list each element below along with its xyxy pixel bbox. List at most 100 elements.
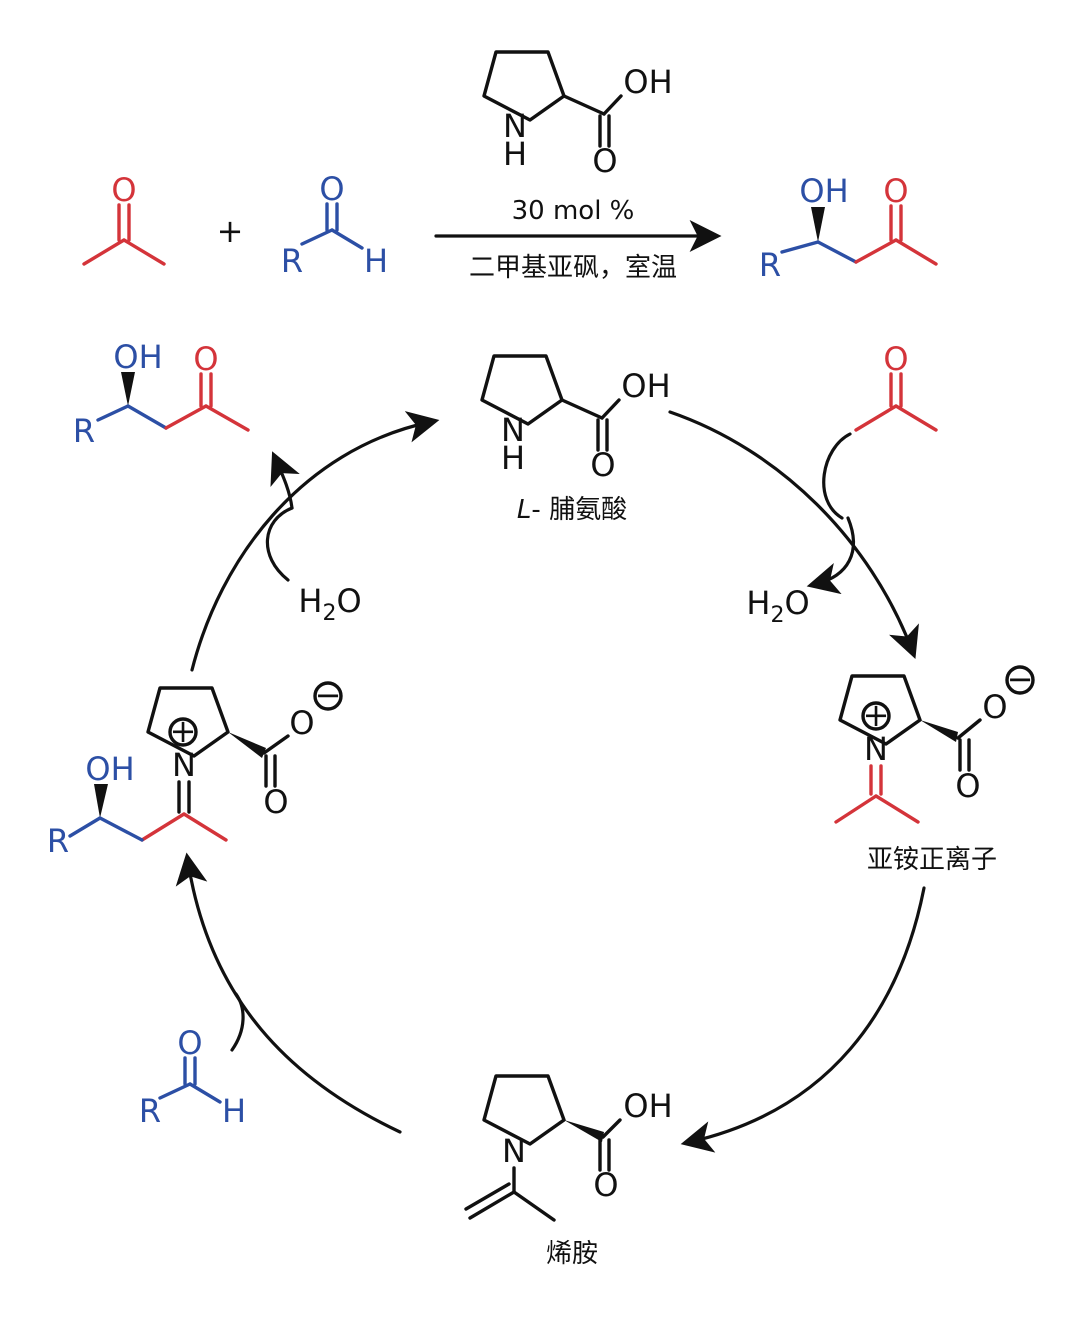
nh-hydrogen-label: H: [503, 135, 527, 173]
water-released: H2O: [746, 584, 809, 628]
positive-charge-circle: [861, 701, 891, 731]
acetone-entering: O: [854, 340, 938, 432]
pyrrolidine-ring: [146, 686, 230, 758]
water-h: H: [746, 584, 770, 622]
aldehyde-r-group: R: [281, 242, 303, 280]
hydroxyl-label: OH: [623, 63, 672, 101]
aldol-product-top: OH O R: [759, 172, 938, 284]
water-subscript: 2: [770, 603, 784, 628]
hydroxyl-label: OH: [623, 1087, 672, 1125]
product-bond: [96, 404, 130, 422]
acetone-bond: [854, 404, 898, 432]
water-in-arrow: [265, 506, 294, 582]
aldehyde-bond: [330, 228, 364, 250]
enamine-name: 烯胺: [546, 1239, 598, 1269]
acetone-oxygen: O: [883, 340, 908, 378]
acetone-in-arrow: [822, 432, 852, 520]
oxygen-label: O: [590, 446, 615, 484]
enamine-bond: [512, 1190, 556, 1222]
enamine-double-bond: [464, 1182, 511, 1211]
carboxylate-oxygen: O: [982, 688, 1007, 726]
oxygen-label: O: [592, 142, 617, 180]
aldehyde-entering: O R H: [139, 1024, 246, 1130]
product-bond: [894, 238, 938, 266]
negative-charge-sign: −: [315, 676, 342, 714]
carbonyl-oxygen: O: [263, 783, 288, 821]
aldehyde-bond: [188, 1082, 222, 1104]
hydroxyl-label: OH: [621, 367, 670, 405]
plus-sign: +: [217, 212, 244, 250]
carboxyl-bond: [560, 398, 604, 420]
product-hydroxyl: OH: [113, 338, 162, 376]
product-oxygen: O: [883, 172, 908, 210]
aldehyde-hydrogen: H: [364, 242, 388, 280]
aldehyde-oxygen: O: [319, 170, 344, 208]
nitrogen-label: N: [503, 107, 527, 145]
positive-charge-sign: +: [170, 712, 197, 750]
nitrogen-label: N: [501, 411, 525, 449]
iminium-adduct: O − O + N OH R: [47, 676, 343, 860]
adduct-bond: [182, 812, 228, 842]
positive-charge-sign: +: [863, 696, 890, 734]
enamine: OH O N: [464, 1074, 673, 1222]
negative-charge-sign: −: [1007, 660, 1034, 698]
carboxyl-bond: [562, 94, 606, 116]
adduct-bond: [68, 816, 102, 838]
adduct-hydroxyl: OH: [85, 750, 134, 788]
aldehyde-hydrogen: H: [222, 1092, 246, 1130]
acetone-oxygen: O: [111, 171, 136, 209]
carboxylate-bond: [262, 734, 290, 755]
product-bond: [126, 404, 168, 430]
aldehyde-bond: [300, 228, 334, 246]
product-bond: [204, 404, 250, 432]
condition-solvent-temperature: 二甲基亚砜，室温: [469, 253, 677, 283]
carboxyl-bond: [601, 1118, 622, 1139]
product-bond: [816, 240, 858, 264]
product-r-group: R: [759, 246, 781, 284]
aldehyde-bond: [158, 1082, 192, 1100]
adduct-bond: [98, 816, 144, 842]
product-oxygen: O: [193, 340, 218, 378]
iminium-nitrogen: N: [864, 730, 888, 768]
cycle-arrow-iminium-to-enamine: [680, 886, 926, 1153]
enamine-double-bond: [468, 1190, 516, 1220]
product-hydroxyl: OH: [799, 172, 848, 210]
acetone-bond: [894, 404, 938, 432]
carbonyl-oxygen: O: [955, 767, 980, 805]
negative-charge-circle: [1005, 665, 1035, 695]
carboxyl-bond: [602, 94, 623, 116]
cycle-arrow-enamine-to-adduct: [175, 852, 402, 1134]
product-r-group: R: [73, 412, 95, 450]
stereo-wedge-bond: [94, 784, 108, 818]
water-o: O: [336, 582, 361, 620]
product-bond: [780, 240, 820, 254]
cycle-arrow-adduct-to-proline: [190, 411, 440, 672]
adduct-bond: [140, 812, 186, 842]
product-bond: [164, 404, 208, 430]
iminium-nitrogen: N: [172, 746, 196, 784]
carboxyl-bond: [600, 398, 621, 420]
positive-charge-circle: [168, 717, 198, 747]
water-out-arrow: [806, 516, 855, 595]
oxygen-label: O: [593, 1166, 618, 1204]
proline-name-text: - 脯氨酸: [531, 495, 627, 525]
isopropylidene-bond: [834, 794, 878, 824]
aldehyde-oxygen: O: [177, 1024, 202, 1062]
carboxylate-bond: [956, 718, 982, 740]
iminium-ion: O − O + N: [834, 660, 1035, 824]
proline-name: L- 脯氨酸: [517, 495, 627, 525]
stereo-wedge-bond: [811, 207, 825, 242]
aldol-product-released: OH O R: [73, 338, 250, 450]
isopropylidene-bond: [874, 794, 920, 824]
stereo-wedge-bond: [564, 1120, 604, 1142]
acetone-bond: [122, 238, 166, 266]
negative-charge-circle: [313, 681, 343, 711]
condition-catalyst-loading: 30 mol %: [512, 196, 635, 226]
carboxylate-oxygen: O: [289, 704, 314, 742]
proline-stereo-prefix: L: [517, 495, 532, 525]
cycle-arrow-proline-to-iminium: [668, 410, 919, 659]
iminium-name: 亚铵正离子: [867, 845, 997, 875]
water-entering: H2O: [298, 582, 361, 626]
proline-cycle-top: OH O N H: [480, 354, 671, 484]
